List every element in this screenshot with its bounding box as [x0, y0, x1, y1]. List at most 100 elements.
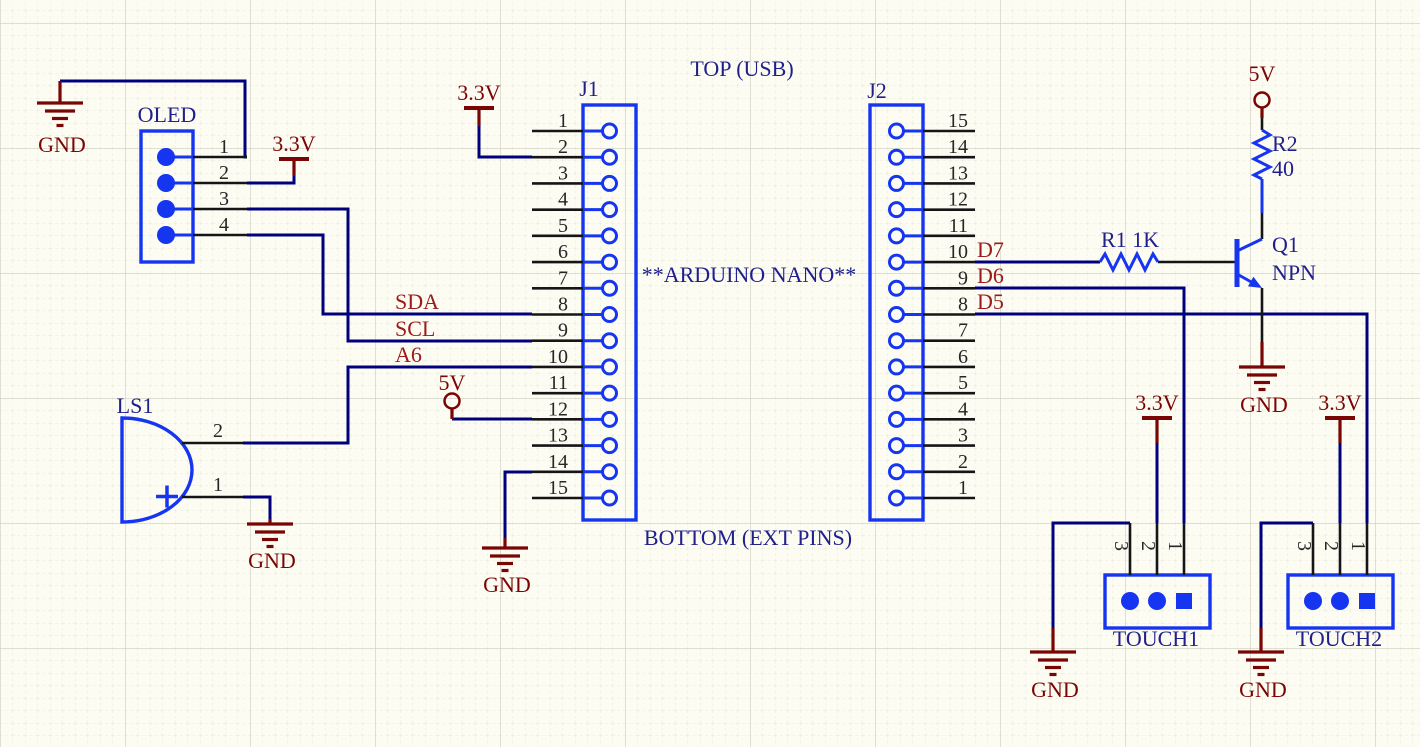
- connector-touch1-pin-1-square-icon: [1176, 593, 1192, 609]
- net-label-sda[interactable]: SDA: [395, 289, 439, 314]
- net-label-a6[interactable]: A6: [395, 342, 422, 367]
- j2-designator[interactable]: J2: [867, 78, 887, 103]
- transistor-q1[interactable]: [1158, 116, 1264, 342]
- q1-emitter-arm[interactable]: [1236, 272, 1254, 285]
- wire-j1-3v3[interactable]: [477, 126, 532, 159]
- j1-pin-13-hole-icon: [601, 437, 618, 455]
- wire-scl[interactable]: [247, 207, 532, 343]
- connector-touch1-pin-2-dot-icon: [1148, 592, 1166, 610]
- net-label-d7[interactable]: D7: [977, 237, 1004, 262]
- j2-pin-14-number: 14: [948, 136, 968, 158]
- j1-pin-3-number: 3: [558, 162, 568, 184]
- annotation-bottom-ext[interactable]: BOTTOM (EXT PINS): [644, 525, 852, 550]
- j1-pin-9-hole-icon: [601, 332, 618, 350]
- j2-pin-9-number: 9: [958, 267, 968, 289]
- j1-pin-3-hole-icon: [601, 174, 618, 192]
- wire-a6-speaker[interactable]: [243, 365, 532, 445]
- v33-label: 3.3V: [1135, 390, 1179, 415]
- power-port-3v3-2[interactable]: 3.3V: [457, 80, 501, 126]
- r2-designator[interactable]: R2: [1272, 131, 1298, 156]
- power-port-5v-2[interactable]: 5V: [1249, 61, 1276, 118]
- q1-collector-arm[interactable]: [1236, 237, 1263, 253]
- j2-pin-12-number: 12: [948, 189, 968, 211]
- net-label-d5[interactable]: D5: [977, 289, 1004, 314]
- gnd-label: GND: [1239, 677, 1287, 702]
- gnd-label: GND: [248, 548, 296, 573]
- j1-pin-13-number: 13: [548, 425, 568, 447]
- j1-pin-14-number: 14: [548, 451, 568, 473]
- ls1-pin1-number: 1: [213, 474, 223, 496]
- r2-value[interactable]: 40: [1272, 156, 1294, 181]
- speaker-body[interactable]: [120, 416, 194, 524]
- j1-pin-6-number: 6: [558, 241, 568, 263]
- net-label-d6[interactable]: D6: [977, 263, 1004, 288]
- annotation-top-usb[interactable]: TOP (USB): [690, 56, 793, 81]
- j2-pin-7-number: 7: [958, 320, 968, 342]
- power-port-3v3-3[interactable]: 3.3V: [1135, 390, 1179, 443]
- j2-pin-5-hole-icon: [888, 384, 905, 402]
- j1-body[interactable]: [581, 103, 638, 522]
- j2-pin-12-hole-icon: [888, 201, 905, 219]
- wire-touch2-gnd[interactable]: [1259, 521, 1313, 630]
- wire-speaker-gnd[interactable]: [243, 495, 272, 521]
- power-port-gnd-2[interactable]: GND: [247, 519, 296, 573]
- speaker-ls1[interactable]: [120, 416, 243, 524]
- oled-pin-3-dot-icon: [157, 200, 175, 218]
- net-label-scl[interactable]: SCL: [395, 316, 435, 341]
- connector-touch2-pin-2-dot-icon: [1331, 592, 1349, 610]
- power-port-gnd-3[interactable]: GND: [482, 538, 531, 597]
- gnd-label: GND: [483, 572, 531, 597]
- power-port-5v-1[interactable]: 5V: [439, 370, 466, 419]
- power-port-gnd-5[interactable]: GND: [1030, 628, 1079, 702]
- power-port-3v3-4[interactable]: 3.3V: [1318, 390, 1362, 443]
- connector-touch2-pin-3-dot-icon: [1304, 592, 1322, 610]
- wire-d6[interactable]: [975, 286, 1186, 523]
- power-port-gnd-6[interactable]: GND: [1238, 628, 1287, 702]
- resistor-r2[interactable]: [1250, 128, 1274, 181]
- q1-designator[interactable]: Q1: [1272, 232, 1299, 257]
- q1-type[interactable]: NPN: [1272, 260, 1316, 285]
- ls1-designator[interactable]: LS1: [117, 393, 154, 418]
- j2-pin-6-number: 6: [958, 346, 968, 368]
- j2-pin-15-number: 15: [948, 110, 968, 132]
- connector-touch2-pin-2-number: 2: [1320, 541, 1342, 551]
- power-port-gnd-4[interactable]: GND: [1239, 342, 1288, 417]
- j1-pin-9-number: 9: [558, 320, 568, 342]
- j2-pin-3-number: 3: [958, 425, 968, 447]
- oled-body[interactable]: [139, 129, 195, 264]
- j2-pin-1-hole-icon: [888, 489, 905, 507]
- j2-pin-13-hole-icon: [888, 174, 905, 192]
- wire-touch1-gnd[interactable]: [1051, 521, 1130, 630]
- resistor-r1[interactable]: [1098, 250, 1160, 274]
- j2-pin-10-hole-icon: [888, 253, 905, 271]
- annotation-arduino[interactable]: **ARDUINO NANO**: [642, 262, 857, 287]
- j2-body[interactable]: [868, 103, 925, 522]
- j1-pin-4-hole-icon: [601, 201, 618, 219]
- wire-sda[interactable]: [247, 233, 532, 316]
- r1-label[interactable]: R1 1K: [1101, 227, 1159, 252]
- oled-designator[interactable]: OLED: [138, 102, 197, 127]
- touch2-designator[interactable]: TOUCH2: [1296, 626, 1382, 651]
- wire-oled2-3v3[interactable]: [247, 176, 296, 185]
- touch1-designator[interactable]: TOUCH1: [1113, 626, 1199, 651]
- wire-d5[interactable]: [975, 312, 1369, 523]
- power-port-3v3-1[interactable]: 3.3V: [272, 131, 316, 176]
- oled-pin-1-number: 1: [219, 136, 229, 158]
- j2-pin-14-hole-icon: [888, 148, 905, 166]
- j1-pin-14-hole-icon: [601, 463, 618, 481]
- power-port-gnd-1[interactable]: GND: [37, 81, 86, 157]
- j1-designator[interactable]: J1: [579, 76, 599, 101]
- wire-j1-gnd[interactable]: [503, 470, 532, 538]
- j2-pin-10-number: 10: [948, 241, 968, 263]
- j2-pin-13-number: 13: [948, 162, 968, 184]
- oled-pin-4-dot-icon: [157, 226, 175, 244]
- j2-pin-5-number: 5: [958, 372, 968, 394]
- j1-pin-12-hole-icon: [601, 410, 618, 428]
